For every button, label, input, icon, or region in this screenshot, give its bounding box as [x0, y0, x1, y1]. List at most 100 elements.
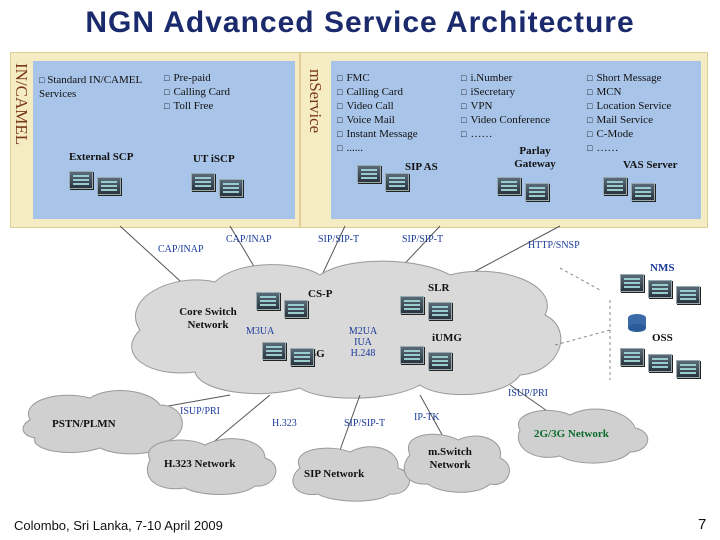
sip-as-label: SIP AS	[405, 161, 438, 173]
inumber-list: i.Number iSecretary VPN Video Conference…	[461, 71, 550, 141]
list-item: Video Conference	[461, 113, 550, 127]
incamel-vertical-label: IN/CAMEL	[12, 63, 31, 146]
oss-database	[628, 324, 646, 332]
list-item: Video Call	[337, 99, 418, 113]
external-scp-server	[97, 177, 121, 195]
oss-server	[620, 348, 644, 366]
sip-as-server	[357, 165, 381, 183]
link-label-sip: SIP/SIP-T	[344, 418, 386, 429]
incamel-services-left: □ Standard IN/CAMEL Services	[39, 74, 142, 100]
list-item: Calling Card	[337, 85, 418, 99]
incamel-services-left-text: Standard IN/CAMEL Services	[39, 74, 142, 100]
list-item: Calling Card	[164, 85, 230, 99]
cs-p-server	[284, 300, 308, 318]
nms-dashed-line	[554, 329, 611, 346]
list-item: C-Mode	[587, 127, 671, 141]
parlay-gateway-server	[497, 177, 521, 195]
list-item: Short Message	[587, 71, 671, 85]
pstn-cloud	[22, 390, 183, 455]
list-item: FMC	[337, 71, 418, 85]
link-line	[119, 225, 191, 291]
slr-server	[400, 296, 424, 314]
page-number: 7	[698, 516, 707, 533]
list-item: Mail Service	[587, 113, 671, 127]
footer-text: Colombo, Sri Lanka, 7-10 April 2009	[14, 518, 223, 533]
incamel-panel: IN/CAMEL □ Standard IN/CAMEL Services Pr…	[10, 52, 300, 228]
list-item: iSecretary	[461, 85, 550, 99]
fmc-list: FMC Calling Card Video Call Voice Mail I…	[337, 71, 418, 155]
nms-server	[620, 274, 644, 292]
incamel-services-right: Pre-paid Calling Card Toll Free	[164, 71, 230, 113]
sg-server	[262, 342, 286, 360]
core-switch-label: Core Switch Network	[179, 306, 237, 331]
pstn-label: PSTN/PLMN	[52, 418, 116, 430]
list-item: VPN	[461, 99, 550, 113]
iumg-server	[400, 346, 424, 364]
vas-server	[631, 183, 655, 201]
link-label-sip: SIP/SIP-T	[318, 234, 360, 245]
list-item: Instant Message	[337, 127, 417, 141]
link-label-m2ua: M2UA IUA H.248	[340, 326, 386, 359]
iumg-server	[428, 352, 452, 370]
g2g3g-network-label: 2G/3G Network	[534, 428, 609, 440]
link-line	[339, 394, 361, 451]
slr-server	[428, 302, 452, 320]
oss-server	[648, 354, 672, 372]
link-label-m3ua: M3UA	[246, 326, 275, 337]
mswitch-cloud	[403, 433, 510, 493]
mservice-panel: mService FMC Calling Card Video Call Voi…	[300, 52, 708, 228]
mservice-vertical-label: mService	[306, 69, 325, 134]
list-item: Toll Free	[164, 99, 230, 113]
vas-list: Short Message MCN Location Service Mail …	[587, 71, 671, 155]
cs-p-label: CS-P	[308, 288, 333, 300]
sg-server	[290, 348, 314, 366]
link-label-isup: ISUP/PRI	[180, 406, 221, 417]
list-item: ……	[461, 127, 550, 141]
oss-label: OSS	[652, 332, 673, 344]
core-switch-cloud	[131, 260, 562, 399]
ut-iscp-server	[219, 179, 243, 197]
list-item: ......	[337, 141, 418, 155]
sip-as-server	[385, 173, 409, 191]
link-label-cap-inap: CAP/INAP	[226, 234, 272, 245]
list-item: Location Service	[587, 99, 671, 113]
slide-title: NGN Advanced Service Architecture	[85, 6, 635, 39]
list-item: i.Number	[461, 71, 550, 85]
list-item: Pre-paid	[164, 71, 230, 85]
link-label-http: HTTP/SNSP	[528, 240, 580, 251]
iua-text: IUA	[354, 337, 372, 348]
nms-dashed-line	[559, 267, 601, 291]
cs-p-server	[256, 292, 280, 310]
h248-text: H.248	[350, 348, 376, 359]
link-label-h323: H.323	[272, 418, 297, 429]
link-label-sip: SIP/SIP-T	[402, 234, 444, 245]
ut-iscp-label: UT iSCP	[193, 153, 235, 165]
oss-server	[676, 360, 700, 378]
link-line	[419, 394, 446, 441]
external-scp-server	[69, 171, 93, 189]
parlay-gateway-label: Parlay Gateway	[514, 145, 556, 170]
nms-label: NMS	[650, 262, 675, 274]
vas-server-label: VAS Server	[623, 159, 678, 171]
h323-cloud	[147, 438, 277, 495]
ut-iscp-server	[191, 173, 215, 191]
link-label-isup: ISUP/PRI	[508, 388, 549, 399]
vas-server	[603, 177, 627, 195]
m2ua-text: M2UA	[348, 326, 378, 337]
iumg-label: iUMG	[432, 332, 462, 344]
list-item: MCN	[587, 85, 671, 99]
nms-server	[648, 280, 672, 298]
oss-database	[628, 318, 646, 328]
slr-label: SLR	[428, 282, 450, 294]
link-label-iptk: IP-TK	[414, 412, 440, 423]
list-item: Voice Mail	[337, 113, 418, 127]
list-item: ……	[587, 141, 671, 155]
external-scp-label: External SCP	[69, 151, 134, 163]
link-line	[209, 394, 271, 446]
h323-network-label: H.323 Network	[164, 458, 236, 470]
nms-server	[676, 286, 700, 304]
sip-network-label: SIP Network	[304, 468, 365, 480]
link-label-cap-inap: CAP/INAP	[158, 244, 204, 255]
parlay-gateway-server	[525, 183, 549, 201]
